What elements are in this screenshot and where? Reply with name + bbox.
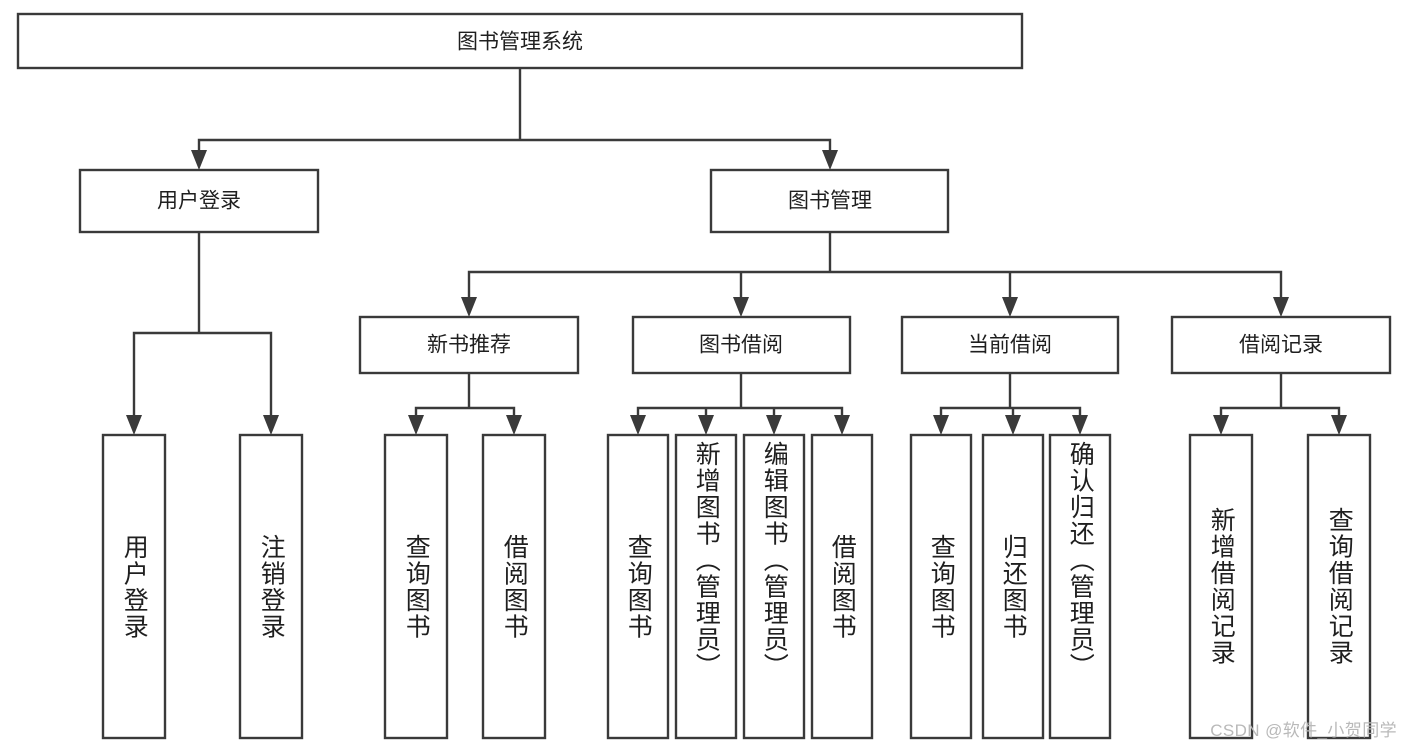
arrowhead-leaf-borrow-book-b	[834, 415, 850, 435]
arrowhead-leaf-borrow-book-a	[506, 415, 522, 435]
arrowhead-leaf-logout	[263, 415, 279, 435]
leaf-box-add-borrow-record[interactable]	[1188, 433, 1254, 740]
arrowhead-leaf-add-record	[1213, 415, 1229, 435]
node-borrow-record[interactable]: 借阅记录	[1170, 315, 1392, 375]
node-user-login-box[interactable]	[78, 168, 320, 234]
arrowhead-leaf-confirm-return	[1072, 415, 1088, 435]
arrowhead-book-manage	[822, 150, 838, 170]
leaf-box-borrow-book[interactable]	[810, 433, 874, 740]
node-user-login-label: 用户登录	[157, 190, 241, 213]
edge-root-to-level2-bus	[197, 66, 832, 160]
node-root-system[interactable]: 图书管理系统	[16, 12, 1024, 70]
leaf-box-edit-book-admin[interactable]	[742, 433, 806, 740]
arrowhead-user-login	[191, 150, 207, 170]
leaf-box-borrow-book-rec[interactable]	[481, 433, 547, 740]
node-root-system-box[interactable]	[16, 12, 1024, 70]
arrowhead-leaf-edit-book	[766, 415, 782, 435]
leaf-box-user-login[interactable]	[101, 433, 167, 740]
leaf-box-add-book-admin[interactable]	[674, 433, 738, 740]
edge-newbook-to-leaves-bus	[414, 371, 516, 425]
connectors-layer	[126, 66, 1347, 435]
arrowhead-leaf-query-book-b	[630, 415, 646, 435]
edge-bookborrow-to-leaves-bus	[636, 371, 844, 425]
leaf-box-logout[interactable]	[238, 433, 304, 740]
node-new-book-recommend[interactable]: 新书推荐	[358, 315, 580, 375]
arrowhead-borrow-record	[1273, 297, 1289, 317]
leaf-box-query-borrow-record[interactable]	[1306, 433, 1372, 740]
arrowhead-leaf-query-book-a	[408, 415, 424, 435]
node-book-management-box[interactable]	[709, 168, 950, 234]
arrowhead-current-borrow	[1002, 297, 1018, 317]
node-book-management[interactable]: 图书管理	[709, 168, 950, 234]
arrowhead-leaf-user-login	[126, 415, 142, 435]
node-book-borrow[interactable]: 图书借阅	[631, 315, 852, 375]
node-book-borrow-box[interactable]	[631, 315, 852, 375]
arrowhead-leaf-return-book	[1005, 415, 1021, 435]
node-current-borrow[interactable]: 当前借阅	[900, 315, 1120, 375]
leaf-boxes-layer	[101, 433, 1372, 740]
edge-bookmanage-to-level3-bus	[467, 230, 1283, 307]
watermark-text: CSDN @软件_小贺同学	[1210, 721, 1397, 740]
arrowhead-book-borrow	[733, 297, 749, 317]
node-new-book-recommend-label: 新书推荐	[427, 334, 511, 357]
leaf-box-query-book-borrow[interactable]	[606, 433, 670, 740]
leaf-box-query-book-current[interactable]	[909, 433, 973, 740]
node-book-borrow-label: 图书借阅	[699, 334, 783, 357]
node-book-management-label: 图书管理	[788, 190, 872, 213]
edge-userlogin-to-leaves-bus	[132, 230, 273, 425]
arrowhead-leaf-query-book-c	[933, 415, 949, 435]
arrowhead-new-book-rec	[461, 297, 477, 317]
node-new-book-recommend-box[interactable]	[358, 315, 580, 375]
node-current-borrow-box[interactable]	[900, 315, 1120, 375]
leaf-box-return-book[interactable]	[981, 433, 1045, 740]
node-root-system-label: 图书管理系统	[457, 31, 583, 54]
node-borrow-record-label: 借阅记录	[1239, 334, 1323, 357]
edge-borrowrecord-to-leaves-bus	[1219, 371, 1341, 425]
arrowhead-leaf-query-record	[1331, 415, 1347, 435]
node-current-borrow-label: 当前借阅	[968, 334, 1052, 357]
leaf-box-query-book-rec[interactable]	[383, 433, 449, 740]
leaf-box-confirm-return-admin[interactable]	[1048, 433, 1112, 740]
node-borrow-record-box[interactable]	[1170, 315, 1392, 375]
arrowhead-leaf-add-book	[698, 415, 714, 435]
node-user-login[interactable]: 用户登录	[78, 168, 320, 234]
